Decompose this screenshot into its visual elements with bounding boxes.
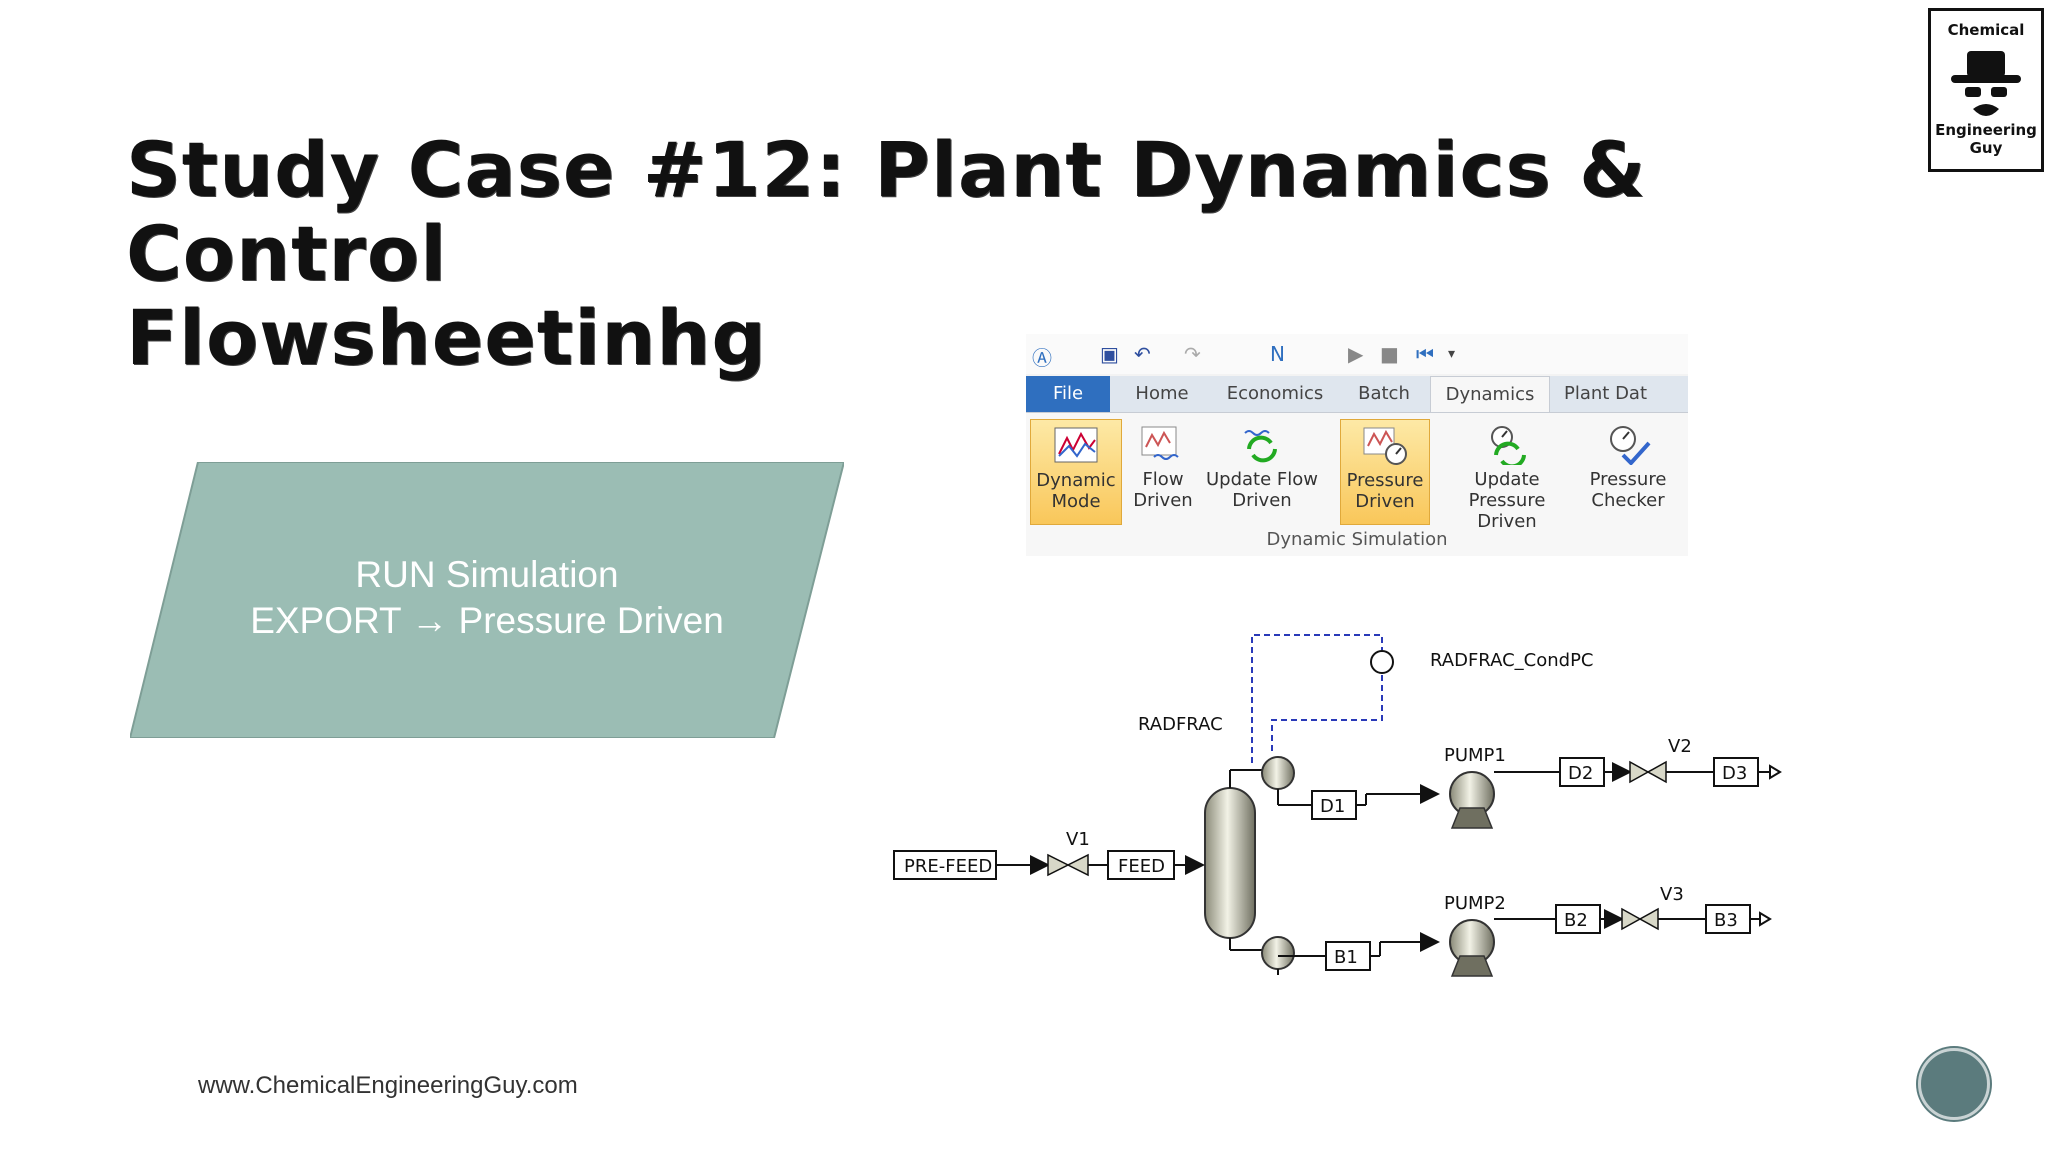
controller-label: RADFRAC_CondPC — [1430, 650, 1594, 671]
stop-icon[interactable]: ■ — [1380, 342, 1399, 366]
stream-label: D1 — [1320, 796, 1345, 817]
dynamic-mode-label-2: Mode — [1051, 491, 1101, 512]
flow-driven-label-2: Driven — [1133, 490, 1193, 511]
reset-icon[interactable]: ⏮ — [1416, 342, 1434, 366]
update-flow-label-1: Update Flow — [1206, 469, 1318, 490]
valve-label: V2 — [1668, 736, 1692, 757]
product-arrow-icon — [1750, 911, 1772, 927]
update-pressure-label-1: Update Pressure — [1468, 469, 1546, 511]
callout-text: RUN Simulation EXPORT → Pressure Driven — [130, 552, 844, 644]
pressure-driven-icon — [1363, 427, 1407, 465]
app-icon[interactable]: Ⓐ — [1032, 346, 1052, 370]
pump-label: PUMP2 — [1444, 893, 1506, 914]
stream-label: PRE-FEED — [904, 856, 992, 877]
stream-label: B2 — [1564, 910, 1588, 931]
tab-economics[interactable]: Economics — [1226, 383, 1324, 404]
page-number-badge — [1918, 1048, 1990, 1120]
flow-driven-button[interactable]: Flow Driven — [1126, 419, 1200, 525]
dynamic-mode-label-1: Dynamic — [1036, 470, 1116, 491]
ribbon-panel: Ⓐ ▣ ↶ ↷ N ▶ ■ ⏮ ▾ File Home Economics Ba… — [1026, 334, 1688, 556]
callout-line2: EXPORT → Pressure Driven — [250, 600, 724, 641]
slide-title-line1: Study Case #12: Plant Dynamics & Control — [126, 125, 1647, 298]
logo-text-bottom: Engineering Guy — [1935, 121, 2037, 157]
stream-label: FEED — [1118, 856, 1165, 877]
pressure-driven-button[interactable]: Pressure Driven — [1340, 419, 1430, 525]
tab-batch[interactable]: Batch — [1358, 383, 1410, 404]
valve-label: V1 — [1066, 829, 1090, 850]
stream-label: D2 — [1568, 763, 1593, 784]
radfrac-column-icon[interactable] — [1204, 787, 1256, 939]
customize-icon[interactable]: ▾ — [1448, 346, 1456, 362]
dynamic-mode-button[interactable]: Dynamic Mode — [1030, 419, 1122, 525]
stream-label: B1 — [1334, 947, 1358, 968]
condenser-icon[interactable] — [1261, 756, 1295, 790]
stream-box[interactable] — [1107, 850, 1175, 880]
brand-logo: Chemical Engineering Guy — [1928, 8, 2044, 172]
pressure-controller-icon[interactable] — [1370, 650, 1394, 674]
product-arrow-icon — [1758, 764, 1782, 780]
run-icon[interactable]: ▶ — [1348, 342, 1364, 366]
stream-box[interactable] — [1559, 757, 1605, 787]
dynamic-mode-icon — [1054, 427, 1098, 463]
pressure-checker-button[interactable]: Pressure Checker — [1582, 419, 1674, 525]
footer-url[interactable]: www.ChemicalEngineeringGuy.com — [198, 1072, 578, 1099]
valve-label: V3 — [1660, 884, 1684, 905]
save-icon[interactable]: ▣ — [1100, 342, 1119, 366]
pump-label: PUMP1 — [1444, 745, 1506, 766]
callout-line1: RUN Simulation — [355, 554, 619, 595]
signal-line-1 — [1251, 634, 1383, 763]
ribbon-body: Dynamic Mode Flow Driven Update Flow Dri… — [1026, 412, 1688, 556]
valve-icon[interactable] — [1047, 853, 1089, 877]
column-label: RADFRAC — [1138, 714, 1223, 735]
update-pressure-label-2: Driven — [1477, 511, 1537, 532]
pressure-driven-label-1: Pressure — [1346, 470, 1424, 491]
update-flow-icon — [1244, 430, 1277, 463]
slide-title-line2: Flowsheetinhg — [126, 293, 767, 382]
update-flow-label-2: Driven — [1232, 490, 1292, 511]
undo-icon[interactable]: ↶ — [1134, 342, 1151, 366]
update-pressure-icon — [1491, 426, 1526, 465]
tab-plant-data[interactable]: Plant Dat — [1564, 383, 1648, 404]
stream-box[interactable] — [1713, 757, 1759, 787]
update-flow-driven-button[interactable]: Update Flow Driven — [1206, 419, 1318, 525]
logo-text-top: Chemical — [1947, 21, 2025, 39]
pressure-checker-label-1: Pressure — [1589, 469, 1667, 490]
valve-icon[interactable] — [1629, 760, 1667, 784]
slide-title: Study Case #12: Plant Dynamics & Control… — [126, 128, 1926, 380]
stream-box[interactable] — [1325, 941, 1371, 971]
redo-icon[interactable]: ↷ — [1184, 342, 1201, 366]
next-icon[interactable]: N — [1270, 342, 1285, 366]
flowsheet-diagram: RADFRAC_CondPC RADFRAC PRE-FEED V1 FEED … — [893, 634, 1782, 977]
flow-driven-icon — [1141, 426, 1179, 460]
reboiler-icon[interactable] — [1261, 936, 1295, 970]
callout-parallelogram — [130, 462, 844, 738]
ribbon-tabs: File Home Economics Batch Dynamics Plant… — [1026, 376, 1688, 412]
stream-box[interactable] — [1705, 904, 1751, 934]
pressure-checker-icon — [1610, 426, 1651, 465]
stream-box[interactable] — [893, 850, 997, 880]
update-pressure-driven-button[interactable]: Update Pressure Driven — [1436, 419, 1578, 532]
tab-home[interactable]: Home — [1135, 383, 1189, 404]
signal-line-2 — [1271, 675, 1383, 755]
hat-mustache-icon — [1951, 51, 2021, 116]
flow-driven-label-1: Flow — [1142, 469, 1184, 490]
stream-label: D3 — [1722, 763, 1747, 784]
pressure-driven-label-2: Driven — [1355, 491, 1415, 512]
ribbon-group-label: Dynamic Simulation — [1266, 529, 1448, 550]
tab-file[interactable]: File — [1026, 376, 1110, 412]
pressure-checker-label-2: Checker — [1591, 490, 1665, 511]
valve-icon[interactable] — [1621, 907, 1659, 931]
stream-label: B3 — [1714, 910, 1738, 931]
tab-dynamics[interactable]: Dynamics — [1430, 376, 1550, 412]
quick-access-toolbar: Ⓐ ▣ ↶ ↷ N ▶ ■ ⏮ ▾ — [1026, 334, 1688, 374]
